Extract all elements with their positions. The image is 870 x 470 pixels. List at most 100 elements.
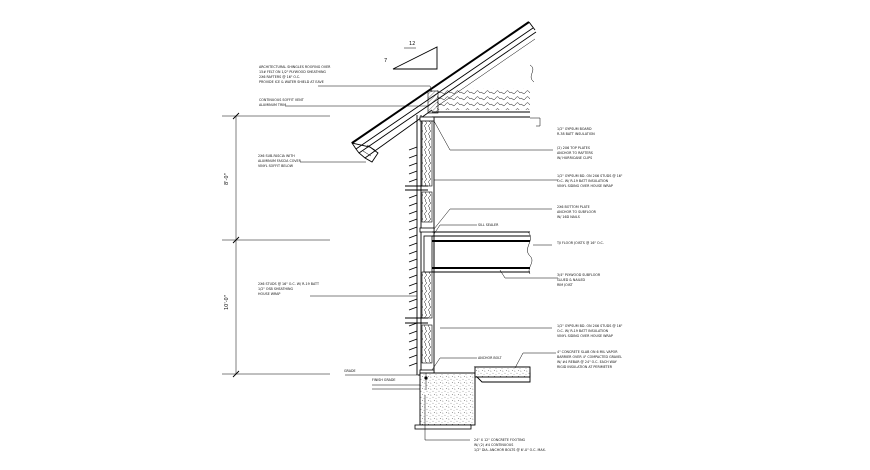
wall-insulation-lower [421, 271, 433, 319]
left-note-4-line: 2X6 STUDS @ 16" O.C. W/ R-19 BATT [258, 282, 320, 286]
dim-upper-value: 8'-0" [224, 173, 230, 185]
siding-lap [408, 242, 418, 247]
leader-top-plate [433, 120, 553, 151]
ceiling-insulation [437, 88, 530, 110]
top-plate [419, 116, 435, 122]
exterior-wall [405, 115, 435, 375]
right-note-8-line: W/ #4 REBAR @ 24" O.C. EACH WAY [557, 360, 618, 364]
wall-insulation-upper [421, 117, 433, 187]
leader-slab [514, 352, 556, 369]
finish-grade-label: FINISH GRADE [372, 378, 396, 382]
right-note-7: 1/2" GYPSUM BD. ON 2X6 STUDS @ 16"O.C. W… [557, 324, 623, 338]
leader-gypsum [530, 117, 541, 127]
left-note-4-line: HOUSE WRAP [258, 292, 280, 296]
siding-lap [408, 218, 418, 223]
siding-lap [408, 338, 418, 343]
siding-lap [408, 202, 418, 207]
siding-lap [408, 170, 418, 175]
right-note-5: TJI FLOOR JOISTS @ 16" O.C. [556, 241, 604, 245]
siding-lap [408, 282, 418, 287]
siding-lap [408, 194, 418, 199]
anchor-bolt-label: ANCHOR BOLT [478, 356, 503, 360]
right-note-1-line: R-38 BATT INSULATION [557, 132, 595, 136]
siding-lap [408, 330, 418, 335]
right-note-2-line: W/ HURRICANE CLIPS [557, 156, 592, 160]
siding-lap [408, 346, 418, 351]
siding-lap [408, 298, 418, 303]
right-note-3: 1/2" GYPSUM BD. ON 2X6 STUDS @ 16"O.C. W… [557, 174, 623, 188]
leader-footing [424, 395, 470, 441]
siding-lap [408, 290, 418, 295]
leader-sill-seal [433, 224, 477, 235]
siding-lap [408, 146, 418, 151]
right-note-6-line: RIM JOIST [557, 283, 574, 287]
slope-run: 12 [409, 41, 415, 47]
right-note-6-line: GLUED & NAILED [557, 278, 586, 282]
left-note-1-line: ARCHITECTURAL SHINGLES ROOFING OVER [259, 65, 331, 69]
siding-lap [408, 250, 418, 255]
wall-insulation-bottom [421, 324, 433, 364]
siding-lap [408, 274, 418, 279]
siding-lap [408, 210, 418, 215]
dimensions: 8'-0" 10'-0" [222, 112, 330, 378]
dim-lower-value: 10'-0" [224, 295, 230, 310]
rim-joist [423, 235, 433, 273]
siding-lap [408, 322, 418, 327]
left-note-3-line: VINYL SOFFIT BELOW [258, 164, 294, 168]
foundation-wall [419, 372, 476, 426]
siding-laps [408, 146, 418, 367]
right-note-8-line: RIGID INSULATION AT PERIMETER [557, 365, 613, 369]
left-note-4-line: 1/2" OSB SHEATHING [258, 287, 293, 291]
leader-anchor-bolt [431, 357, 477, 371]
right-note-5-line: TJI FLOOR JOISTS @ 16" O.C. [556, 241, 604, 245]
right-note-4-line: 2X6 BOTTOM PLATE [557, 205, 590, 209]
right-note-3-line: VINYL SIDING OVER HOUSE WRAP [557, 184, 613, 188]
foundation [345, 366, 531, 430]
right-note-1-line: 1/2" GYPSUM BOARD [557, 127, 592, 131]
right-note-4-line: ANCHOR TO SUBFLOOR [557, 210, 597, 214]
right-note-8-line: BARRIER OVER 4" COMPACTED GRAVEL [557, 355, 622, 359]
siding-lap [408, 266, 418, 271]
middle-labels: SILL SEALER ANCHOR BOLT GRADE FINISH GRA… [344, 223, 503, 382]
wall-insulation-mid-upper [421, 191, 433, 223]
footing-note-line: 24" X 12" CONCRETE FOOTING [474, 438, 526, 442]
roof-break [528, 21, 536, 31]
siding-lap [408, 178, 418, 183]
siding-lap [408, 154, 418, 159]
siding-lap [408, 354, 418, 359]
footing-note-line: 1/2" DIA. ANCHOR BOLTS @ 6'-0" O.C. MAX. [474, 448, 546, 452]
ceiling-break-mark [529, 64, 535, 83]
left-note-1-line: PROVIDE ICE & WATER SHIELD AT EAVE [259, 80, 324, 84]
concrete-slab [474, 366, 531, 378]
right-note-8-line: 4" CONCRETE SLAB ON 6 MIL VAPOR [557, 350, 618, 354]
leader-subfloor [499, 269, 558, 279]
roof-shingles-top [351, 21, 530, 144]
fascia-detail [362, 144, 376, 157]
roof-slope-indicator: 12 7 [384, 41, 438, 70]
siding-lap [408, 306, 418, 311]
bottom-plate-upper [419, 227, 435, 233]
left-note-3-line: ALUMINUM FASCIA COVER [258, 159, 302, 163]
left-note-2-line: ALUMINUM TRIM [259, 103, 286, 107]
footing-note-line: W/ (2) #4 CONTINUOUS [474, 443, 513, 447]
right-note-2-line: ANCHOR TO RAFTERS [557, 151, 593, 155]
wall-break-lower [405, 317, 428, 324]
ceiling-assembly [427, 88, 530, 118]
right-note-2-line: (2) 2X6 TOP PLATES [557, 146, 590, 150]
right-note-4-line: W/ 16D NAILS [557, 215, 580, 219]
grade-label: GRADE [344, 369, 356, 373]
right-note-3-line: 1/2" GYPSUM BD. ON 2X6 STUDS @ 16" [557, 174, 623, 178]
